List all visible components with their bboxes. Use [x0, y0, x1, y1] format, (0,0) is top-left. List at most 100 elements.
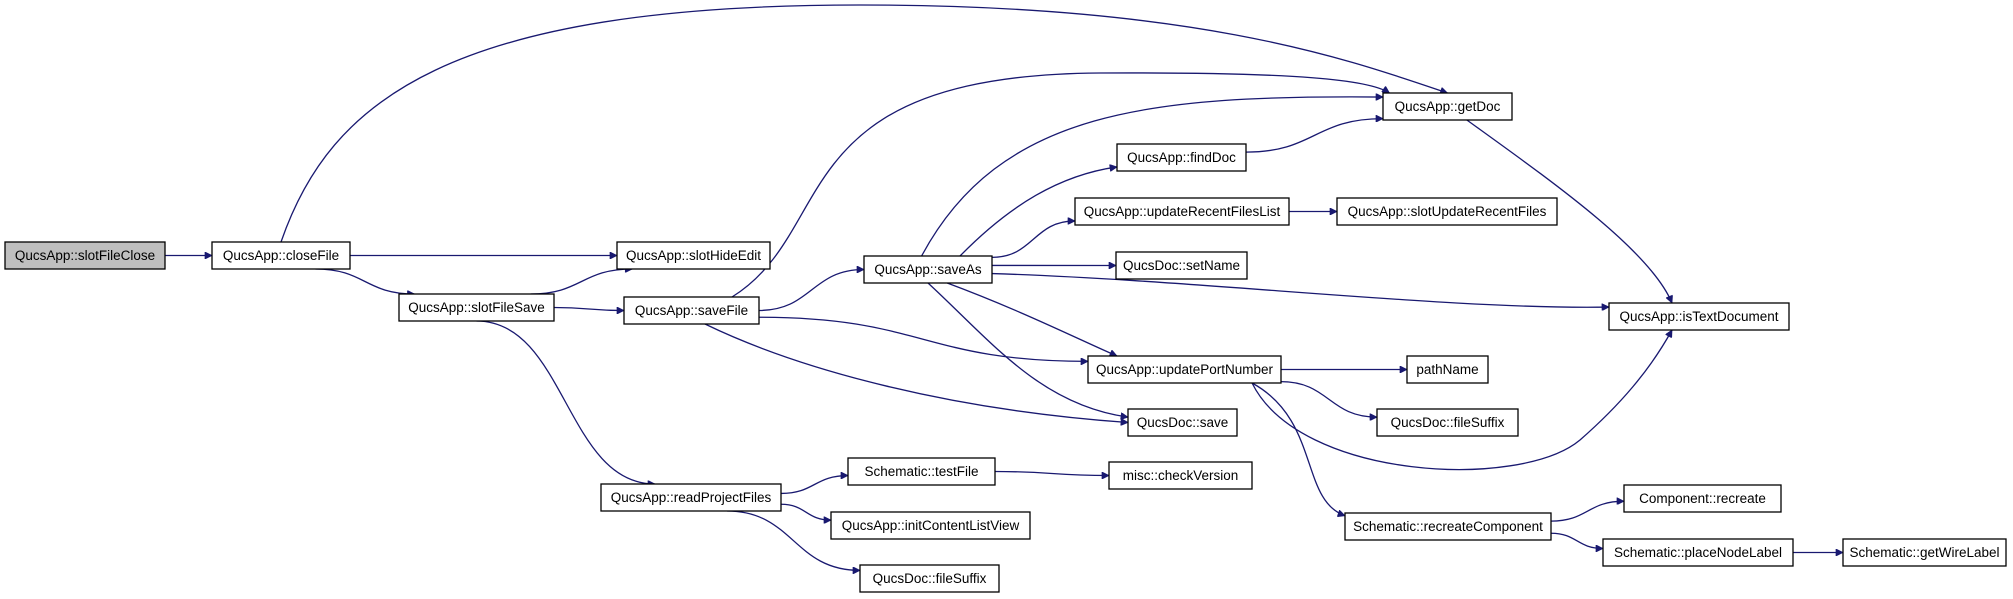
node-box[interactable] — [863, 255, 993, 284]
edge-readProjectFiles-to-testFile — [780, 476, 848, 495]
node-updatePortNumber[interactable]: QucsApp::updatePortNumber — [1087, 355, 1282, 384]
node-recreate[interactable]: Component::recreate — [1623, 484, 1782, 513]
node-box[interactable] — [830, 511, 1031, 540]
node-label: QucsApp::findDoc — [1127, 150, 1236, 165]
node-checkVersion[interactable]: misc::checkVersion — [1108, 461, 1253, 490]
node-box[interactable] — [1087, 355, 1282, 384]
node-closeFile[interactable]: QucsApp::closeFile — [211, 241, 351, 270]
node-label: pathName — [1416, 362, 1478, 377]
node-saveAs[interactable]: QucsApp::saveAs — [863, 255, 993, 284]
node-label: QucsApp::updateRecentFilesList — [1084, 204, 1281, 219]
node-box[interactable] — [398, 293, 555, 322]
node-label: QucsDoc::fileSuffix — [873, 571, 987, 586]
edge-saveFile-to-save — [704, 323, 1128, 423]
node-save[interactable]: QucsDoc::save — [1127, 408, 1238, 437]
edge-recreateComponent-to-placeNodeLabel — [1550, 532, 1603, 548]
edge-saveFile-to-saveAs — [758, 270, 864, 312]
node-label: QucsApp::slotUpdateRecentFiles — [1348, 204, 1547, 219]
node-label: QucsDoc::setName — [1123, 258, 1240, 273]
node-box[interactable] — [1842, 538, 2007, 567]
node-fileSuffix1[interactable]: QucsDoc::fileSuffix — [1376, 408, 1519, 437]
edge-updatePortNumber-to-recreateComponent — [1251, 382, 1345, 516]
node-label: QucsApp::getDoc — [1395, 99, 1501, 114]
node-box[interactable] — [1336, 197, 1558, 226]
node-saveFile[interactable]: QucsApp::saveFile — [623, 296, 760, 325]
node-readProjectFiles[interactable]: QucsApp::readProjectFiles — [600, 483, 782, 512]
node-isTextDocument[interactable]: QucsApp::isTextDocument — [1608, 302, 1790, 331]
edge-saveAs-to-isTextDocument — [991, 272, 1609, 308]
edge-slotFileSave-to-slotHideEdit — [530, 269, 633, 295]
node-label: QucsApp::saveFile — [635, 303, 748, 318]
node-pathName[interactable]: pathName — [1406, 355, 1489, 384]
node-box[interactable] — [211, 241, 351, 270]
edge-saveAs-to-save — [927, 282, 1128, 417]
node-box[interactable] — [1074, 197, 1290, 226]
node-placeNodeLabel[interactable]: Schematic::placeNodeLabel — [1602, 538, 1794, 567]
node-label: Schematic::placeNodeLabel — [1614, 545, 1782, 560]
node-label: QucsApp::initContentListView — [842, 518, 1020, 533]
node-recreateComponent[interactable]: Schematic::recreateComponent — [1344, 512, 1552, 541]
node-box[interactable] — [616, 241, 771, 270]
node-testFile[interactable]: Schematic::testFile — [847, 457, 996, 486]
nodes-layer: QucsApp::slotFileClose QucsApp::closeFile… — [4, 92, 2007, 593]
node-box[interactable] — [847, 457, 996, 486]
node-slotHideEdit[interactable]: QucsApp::slotHideEdit — [616, 241, 771, 270]
node-label: Component::recreate — [1639, 491, 1766, 506]
edge-slotFileSave-to-readProjectFiles — [476, 320, 656, 484]
edge-saveAs-to-findDoc — [959, 167, 1117, 257]
node-box[interactable] — [1608, 302, 1790, 331]
node-label: QucsApp::updatePortNumber — [1096, 362, 1274, 377]
node-box[interactable] — [1127, 408, 1238, 437]
node-label: QucsApp::slotFileSave — [408, 300, 545, 315]
edge-saveFile-to-getDoc — [731, 72, 1389, 298]
node-box[interactable] — [859, 564, 1000, 593]
node-slotFileClose[interactable]: QucsApp::slotFileClose — [4, 241, 166, 270]
edge-getDoc-to-isTextDocument — [1466, 119, 1672, 303]
edge-recreateComponent-to-recreate — [1550, 501, 1624, 522]
edge-updatePortNumber-to-isTextDocument — [1251, 330, 1673, 471]
node-slotFileSave[interactable]: QucsApp::slotFileSave — [398, 293, 555, 322]
node-label: QucsApp::saveAs — [874, 262, 982, 277]
node-getDoc[interactable]: QucsApp::getDoc — [1382, 92, 1513, 121]
node-initContentListView[interactable]: QucsApp::initContentListView — [830, 511, 1031, 540]
node-fileSuffix2[interactable]: QucsDoc::fileSuffix — [859, 564, 1000, 593]
node-label: misc::checkVersion — [1123, 468, 1239, 483]
node-box[interactable] — [1116, 143, 1247, 172]
node-findDoc[interactable]: QucsApp::findDoc — [1116, 143, 1247, 172]
edge-updatePortNumber-to-fileSuffix1 — [1280, 381, 1377, 417]
node-box[interactable] — [1382, 92, 1513, 121]
node-box[interactable] — [1344, 512, 1552, 541]
node-box[interactable] — [1623, 484, 1782, 513]
edge-readProjectFiles-to-initContentListView — [780, 503, 831, 520]
edge-saveAs-to-updateRecentFilesList — [991, 221, 1075, 258]
node-box[interactable] — [1376, 408, 1519, 437]
edges-layer — [165, 4, 1843, 570]
node-label: QucsApp::isTextDocument — [1619, 309, 1778, 324]
node-label: QucsDoc::fileSuffix — [1391, 415, 1505, 430]
node-box[interactable] — [1602, 538, 1794, 567]
node-slotUpdateRecentFiles[interactable]: QucsApp::slotUpdateRecentFiles — [1336, 197, 1558, 226]
edge-saveAs-to-getDoc — [921, 97, 1383, 257]
node-box[interactable] — [1115, 251, 1248, 280]
node-updateRecentFilesList[interactable]: QucsApp::updateRecentFilesList — [1074, 197, 1290, 226]
edge-closeFile-to-slotFileSave — [315, 268, 415, 294]
node-getWireLabel[interactable]: Schematic::getWireLabel — [1842, 538, 2007, 567]
node-label: QucsDoc::save — [1137, 415, 1229, 430]
node-box[interactable] — [4, 241, 166, 270]
edge-readProjectFiles-to-fileSuffix2 — [726, 510, 860, 570]
node-label: Schematic::recreateComponent — [1353, 519, 1543, 534]
edge-closeFile-to-getDoc — [280, 4, 1448, 243]
node-setName[interactable]: QucsDoc::setName — [1115, 251, 1248, 280]
node-label: QucsApp::slotFileClose — [15, 248, 155, 263]
edge-saveFile-to-updatePortNumber — [758, 316, 1088, 361]
edge-findDoc-to-getDoc — [1245, 119, 1383, 153]
edge-slotFileSave-to-saveFile — [553, 306, 624, 311]
node-box[interactable] — [600, 483, 782, 512]
node-box[interactable] — [1108, 461, 1253, 490]
node-label: QucsApp::slotHideEdit — [626, 248, 761, 263]
node-label: Schematic::testFile — [864, 464, 978, 479]
node-label: QucsApp::closeFile — [223, 248, 339, 263]
node-box[interactable] — [623, 296, 760, 325]
node-box[interactable] — [1406, 355, 1489, 384]
